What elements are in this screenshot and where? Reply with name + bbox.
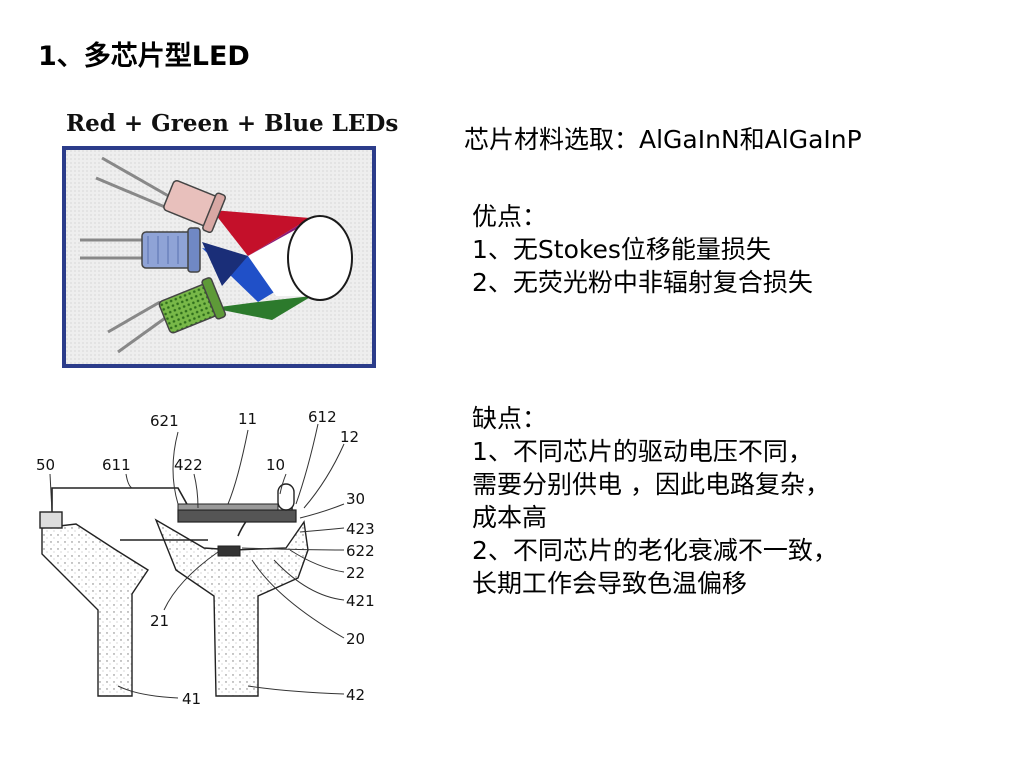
patent-led-figure: 621 11 612 12 50 611 422 10 30 423 622 2… xyxy=(28,400,400,718)
ref-11: 11 xyxy=(238,410,258,428)
patent-led-drawing xyxy=(39,423,345,699)
navy-center xyxy=(202,242,248,286)
light-target xyxy=(287,215,353,301)
figure-caption: Red + Green + Blue LEDs xyxy=(66,110,399,137)
disadvantage-line: 成本高 xyxy=(472,503,548,532)
ref-41: 41 xyxy=(182,690,202,708)
advantage-item: 2、无荧光粉中非辐射复合损失 xyxy=(472,268,813,297)
ref-612: 612 xyxy=(308,408,337,426)
red-beam xyxy=(212,210,310,256)
advantages-block: 优点： 1、无Stokes位移能量损失 2、无荧光粉中非辐射复合损失 xyxy=(472,200,813,299)
disadvantages-block: 缺点： 1、不同芯片的驱动电压不同， 需要分别供电 ，因此电路复杂， 成本高 2… xyxy=(472,402,838,600)
top-chip-layer xyxy=(177,503,279,511)
slide-title: 1、多芯片型LED xyxy=(38,41,250,72)
left-lead-frame xyxy=(41,523,149,697)
ref-422: 422 xyxy=(174,456,203,474)
chip-material-text: 芯片材料选取：AlGaInN和AlGaInP xyxy=(464,125,862,154)
ref-21: 21 xyxy=(150,612,170,630)
ref-42: 42 xyxy=(346,686,366,704)
disadvantage-line: 1、不同芯片的驱动电压不同， xyxy=(472,437,813,466)
rgb-led-illustration xyxy=(62,146,376,368)
green-led xyxy=(158,277,227,334)
rgb-led-figure: Red + Green + Blue LEDs xyxy=(62,110,398,368)
bottom-chip xyxy=(217,545,241,557)
top-chip xyxy=(177,509,297,523)
led-leads xyxy=(80,156,173,354)
advantages-heading: 优点： xyxy=(472,202,548,231)
bump xyxy=(277,483,295,511)
left-lead-cap xyxy=(39,511,63,529)
ref-622: 622 xyxy=(346,542,375,560)
green-beam xyxy=(212,296,312,320)
ref-621: 621 xyxy=(150,412,179,430)
red-led xyxy=(163,180,227,234)
ref-20: 20 xyxy=(346,630,366,648)
purple-overlap xyxy=(248,218,310,256)
ref-12: 12 xyxy=(340,428,360,446)
disadvantage-line: 长期工作会导致色温偏移 xyxy=(472,569,748,598)
ref-50: 50 xyxy=(36,456,56,474)
disadvantages-heading: 缺点： xyxy=(472,404,548,433)
blue-led xyxy=(141,227,201,273)
ref-421: 421 xyxy=(346,592,375,610)
disadvantage-line: 需要分别供电 ，因此电路复杂， xyxy=(472,470,830,499)
disadvantage-line: 2、不同芯片的老化衰减不一致， xyxy=(472,536,838,565)
ref-30: 30 xyxy=(346,490,366,508)
ref-423: 423 xyxy=(346,520,375,538)
ref-611: 611 xyxy=(102,456,131,474)
leader-lines xyxy=(49,423,345,699)
ref-10: 10 xyxy=(266,456,286,474)
ref-22: 22 xyxy=(346,564,366,582)
advantage-item: 1、无Stokes位移能量损失 xyxy=(472,235,771,264)
